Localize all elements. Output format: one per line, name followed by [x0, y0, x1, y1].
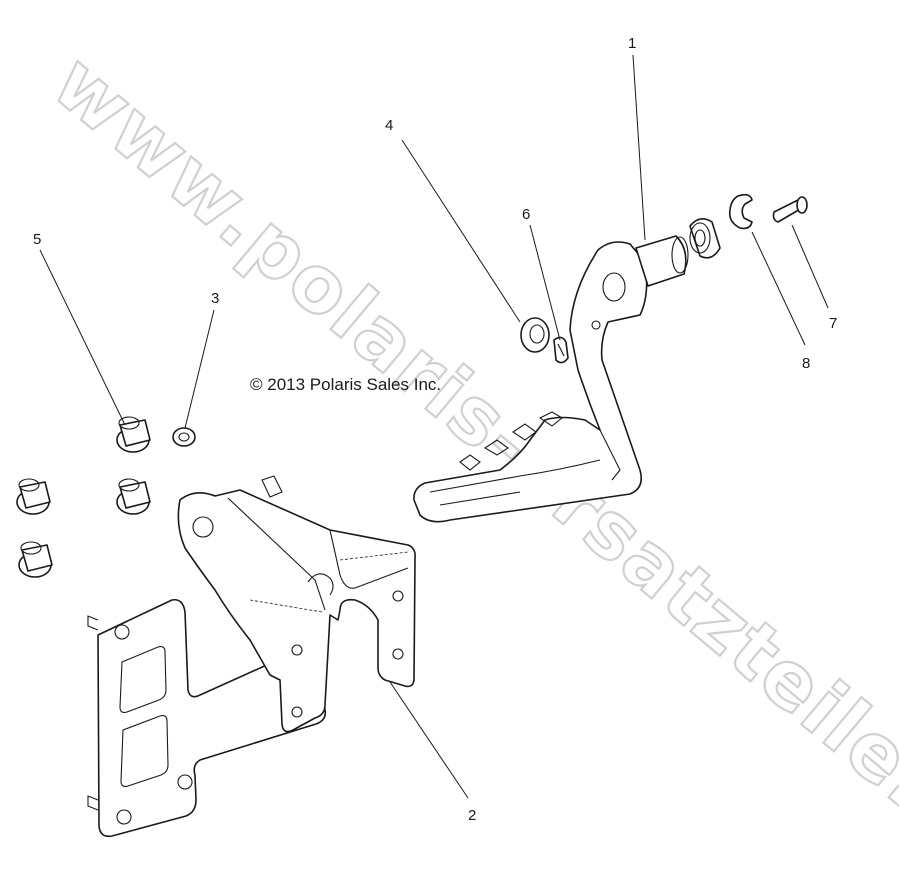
callout-1: 1: [628, 35, 636, 52]
callout-6: 6: [522, 206, 530, 223]
callout-2: 2: [468, 807, 476, 824]
nut-left-top: [16, 478, 51, 515]
flat-washer: [520, 317, 550, 353]
callout-labels: 1 2 3 4 5 6 7 8: [33, 35, 837, 824]
copyright-text: © 2013 Polaris Sales Inc.: [250, 375, 441, 394]
flange-nuts: [16, 416, 151, 578]
pedal-bracket: [177, 475, 416, 733]
callout-4: 4: [385, 117, 393, 134]
shaft-bushing: [689, 218, 721, 259]
brake-pedal: [413, 235, 689, 523]
nut-top: [116, 416, 151, 453]
cotter-clip: [553, 336, 569, 364]
nut-middle: [116, 478, 151, 515]
callout-5: 5: [33, 231, 41, 248]
clevis-pin: [772, 196, 808, 223]
callout-8: 8: [802, 355, 810, 372]
leader-lines: [39, 54, 829, 799]
callout-7: 7: [829, 315, 837, 332]
callout-3: 3: [211, 290, 219, 307]
nut-left-bottom: [18, 541, 53, 578]
mounting-plate: [87, 598, 327, 838]
lock-washer: [172, 427, 196, 447]
e-clip: [728, 193, 753, 230]
